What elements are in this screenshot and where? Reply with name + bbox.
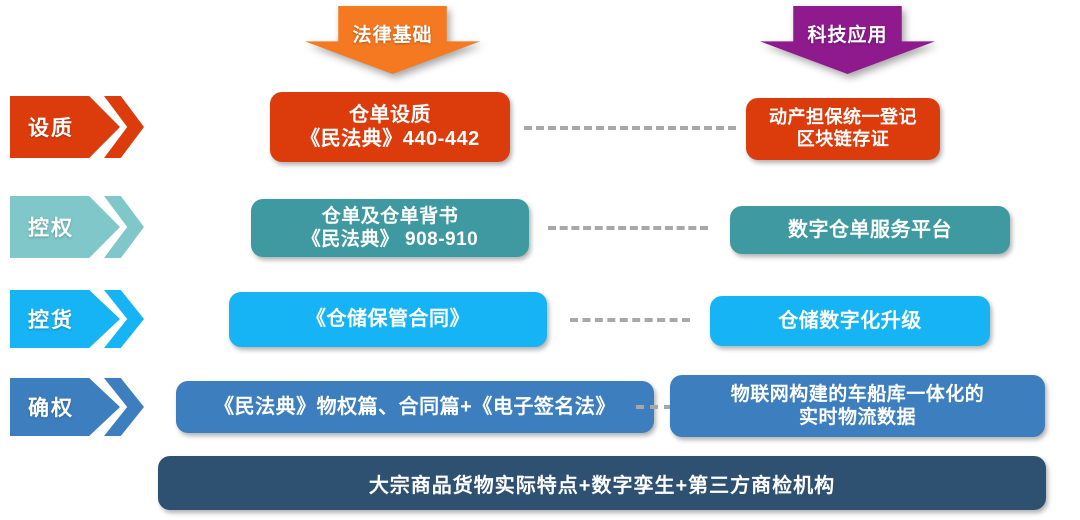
legal-box-kongquan[interactable]: 仓单及仓单背书 《民法典》 908-910 — [251, 199, 529, 257]
tech-box-line: 数字仓单服务平台 — [788, 218, 952, 241]
connector-dashed-kongquan — [548, 226, 708, 230]
tech-box-shezhi[interactable]: 动产担保统一登记 区块链存证 — [746, 98, 940, 160]
connector-dashed-shezhi — [524, 126, 736, 130]
stage-label-quequan: 确权 — [28, 397, 74, 420]
legal-basis-header-label: 法律基础 — [352, 25, 433, 46]
tech-box-line: 仓储数字化升级 — [778, 309, 922, 332]
stage-arrow-shezhi[interactable]: 设质 — [10, 96, 158, 158]
stage-arrow-konghuo[interactable]: 控货 — [10, 290, 158, 348]
tech-box-konghuo[interactable]: 仓储数字化升级 — [710, 296, 990, 346]
connector-dashed-quequan — [636, 405, 672, 409]
legal-box-line: 《民法典》440-442 — [300, 128, 480, 150]
stage-arrow-body: 设质 — [10, 96, 120, 158]
legal-basis-header-arrow: 法律基础 — [305, 6, 480, 74]
legal-box-line: 《民法典》 908-910 — [301, 229, 479, 250]
stage-arrow-quequan[interactable]: 确权 — [10, 378, 158, 436]
stage-arrow-body: 确权 — [10, 378, 120, 436]
stage-arrow-kongquan[interactable]: 控权 — [10, 196, 158, 258]
stage-arrow-body: 控货 — [10, 290, 120, 348]
stage-label-kongquan: 控权 — [28, 217, 74, 240]
legal-box-line: 仓单设质 — [349, 103, 431, 126]
legal-box-quequan[interactable]: 《民法典》物权篇、合同篇+《电子签名法》 — [176, 381, 654, 433]
foundation-bar-label: 大宗商品货物实际特点+数字孪生+第三方商检机构 — [368, 474, 836, 497]
tech-box-kongquan[interactable]: 数字仓单服务平台 — [730, 206, 1010, 254]
legal-box-shezhi[interactable]: 仓单设质 《民法典》440-442 — [270, 92, 510, 162]
stage-label-shezhi: 设质 — [28, 117, 74, 140]
legal-box-konghuo[interactable]: 《仓储保管合同》 — [229, 292, 547, 347]
tech-box-quequan[interactable]: 物联网构建的车船库一体化的 实时物流数据 — [670, 375, 1045, 437]
stage-arrow-body: 控权 — [10, 196, 120, 258]
tech-box-line: 动产担保统一登记 — [769, 107, 917, 128]
legal-box-line: 《仓储保管合同》 — [306, 308, 470, 331]
legal-box-line: 《民法典》物权篇、合同篇+《电子签名法》 — [214, 395, 616, 418]
stage-label-konghuo: 控货 — [28, 309, 74, 332]
tech-box-line: 物联网构建的车船库一体化的 — [730, 383, 985, 405]
tech-application-header-arrow: 科技应用 — [760, 6, 935, 74]
tech-box-line: 实时物流数据 — [798, 407, 916, 428]
foundation-bar[interactable]: 大宗商品货物实际特点+数字孪生+第三方商检机构 — [158, 456, 1046, 510]
tech-box-line: 区块链存证 — [796, 129, 890, 149]
tech-application-header-label: 科技应用 — [807, 25, 888, 46]
connector-dashed-konghuo — [570, 318, 690, 322]
legal-box-line: 仓单及仓单背书 — [321, 205, 459, 227]
